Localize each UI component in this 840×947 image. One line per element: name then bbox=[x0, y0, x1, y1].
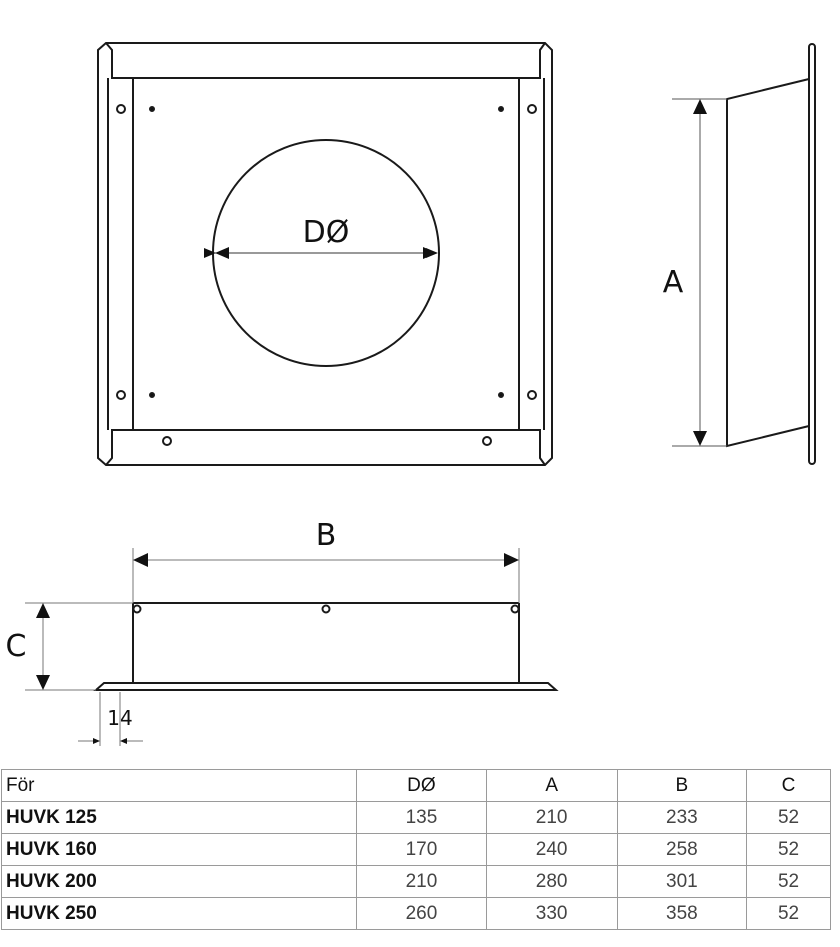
header-for: För bbox=[0, 769, 358, 802]
header-b: B bbox=[616, 769, 748, 802]
diameter-value: 210 bbox=[356, 865, 487, 898]
a-value: 280 bbox=[485, 865, 618, 898]
header-diameter: DØ bbox=[356, 769, 487, 802]
c-value: 52 bbox=[746, 833, 831, 866]
table-header-row: För DØ A B C bbox=[0, 769, 831, 802]
table-row: HUVK 160 170 240 258 52 bbox=[0, 833, 831, 866]
diameter-value: 260 bbox=[356, 897, 487, 930]
a-value: 330 bbox=[485, 897, 618, 930]
a-value: 210 bbox=[485, 801, 618, 834]
b-value: 358 bbox=[616, 897, 748, 930]
header-a: A bbox=[485, 769, 618, 802]
table-row: HUVK 250 260 330 358 52 bbox=[0, 897, 831, 930]
width-label: B bbox=[316, 518, 337, 553]
dimensions-table: För DØ A B C HUVK 125 135 210 233 52 HUV… bbox=[0, 769, 831, 930]
a-value: 240 bbox=[485, 833, 618, 866]
flange-label: 14 bbox=[107, 706, 132, 730]
technical-drawing: DØ A B C bbox=[6, 42, 816, 746]
b-value: 233 bbox=[616, 801, 748, 834]
c-value: 52 bbox=[746, 897, 831, 930]
table-row: HUVK 200 210 280 301 52 bbox=[0, 865, 831, 898]
diameter-value: 170 bbox=[356, 833, 487, 866]
width-dimension: B bbox=[132, 518, 520, 603]
diameter-value: 135 bbox=[356, 801, 487, 834]
c-value: 52 bbox=[746, 865, 831, 898]
bottom-view bbox=[93, 602, 559, 691]
model-name: HUVK 125 bbox=[0, 801, 358, 834]
c-value: 52 bbox=[746, 801, 831, 834]
side-view bbox=[726, 43, 816, 465]
model-name: HUVK 160 bbox=[0, 833, 358, 866]
b-value: 258 bbox=[616, 833, 748, 866]
header-c: C bbox=[746, 769, 831, 802]
model-name: HUVK 200 bbox=[0, 865, 358, 898]
b-value: 301 bbox=[616, 865, 748, 898]
flange-dimension: 14 bbox=[78, 692, 143, 746]
height-label: A bbox=[663, 265, 684, 300]
diameter-dimension: DØ bbox=[204, 215, 438, 259]
model-name: HUVK 250 bbox=[0, 897, 358, 930]
depth-dimension: C bbox=[6, 602, 133, 691]
table-row: HUVK 125 135 210 233 52 bbox=[0, 801, 831, 834]
diameter-label: DØ bbox=[303, 215, 350, 250]
front-view bbox=[97, 42, 553, 466]
height-dimension: A bbox=[663, 98, 727, 447]
depth-label: C bbox=[6, 629, 27, 664]
